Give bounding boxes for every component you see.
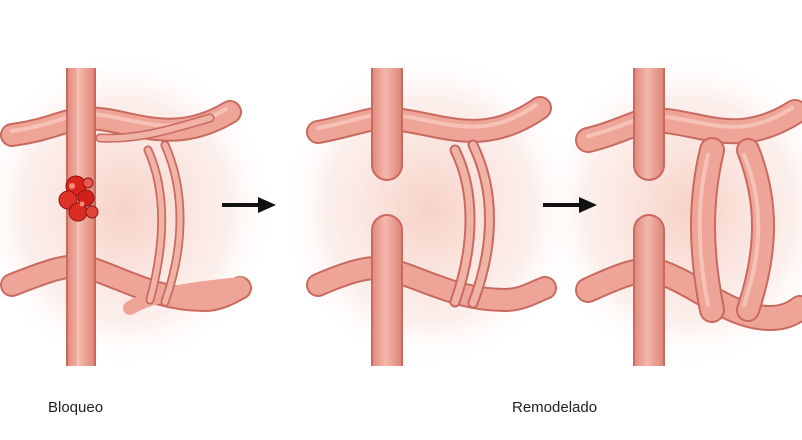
panel-1-glow	[0, 50, 275, 370]
caption-remodeling: Remodelado	[512, 399, 597, 416]
caption-blockage: Bloqueo	[48, 399, 103, 416]
